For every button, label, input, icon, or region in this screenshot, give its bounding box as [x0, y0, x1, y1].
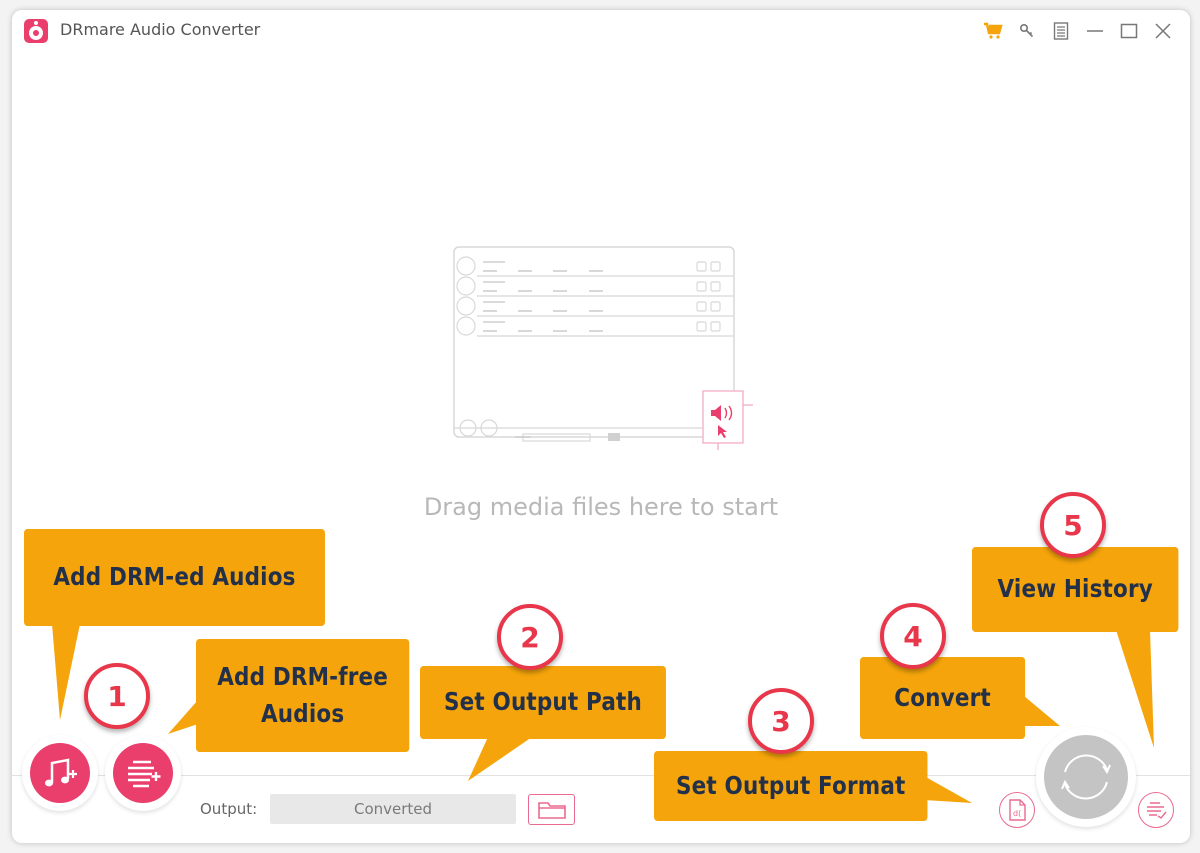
step-badge-1: 1: [84, 663, 150, 729]
callout-label: Add DRM-ed Audios: [53, 562, 296, 592]
callout-tail: [924, 776, 972, 803]
callout-label: View History: [997, 574, 1153, 604]
callout-add-drm-audios: Add DRM-ed Audios: [24, 529, 325, 626]
close-icon[interactable]: [1146, 18, 1180, 44]
add-music-icon: [30, 743, 90, 803]
callout-label: Set Output Path: [443, 687, 642, 717]
callout-add-drm-free-audios: Add DRM-free Audios: [196, 639, 410, 752]
step-badge-5: 5: [1040, 492, 1106, 558]
key-icon[interactable]: [1010, 18, 1044, 44]
drop-hint: Drag media files here to start: [423, 493, 779, 521]
output-path-field[interactable]: Converted: [270, 794, 516, 824]
format-icon: d(: [1009, 799, 1026, 821]
callout-convert: Convert: [860, 657, 1026, 739]
callout-label: Convert: [894, 682, 991, 712]
maximize-icon[interactable]: [1112, 18, 1146, 44]
bottom-bar-divider: [12, 775, 1190, 776]
add-list-icon: [113, 743, 173, 803]
drop-illustration-icon: [453, 246, 753, 450]
svg-text:d(: d(: [1013, 809, 1021, 818]
callout-label: Add DRM-free Audios: [217, 662, 389, 728]
menu-icon[interactable]: [1044, 18, 1078, 44]
callout-tail: [52, 624, 80, 720]
app-title: DRmare Audio Converter: [60, 20, 261, 39]
add-drm-free-audio-button[interactable]: [105, 735, 181, 811]
output-label: Output:: [200, 800, 258, 818]
add-drm-audio-button[interactable]: [22, 735, 98, 811]
convert-button[interactable]: [1036, 727, 1136, 827]
history-icon: [1147, 802, 1167, 819]
convert-icon: [1044, 735, 1128, 819]
minimize-icon[interactable]: [1078, 18, 1112, 44]
callout-view-history: View History: [972, 547, 1179, 632]
callout-tail: [1116, 630, 1154, 748]
folder-icon: [537, 801, 566, 819]
cart-icon[interactable]: [976, 18, 1010, 44]
callout-set-output-format: Set Output Format: [654, 751, 928, 821]
callout-tail: [1024, 696, 1060, 726]
title-bar: DRmare Audio Converter: [12, 10, 1190, 50]
callout-tail: [168, 700, 198, 734]
app-logo-icon: [24, 19, 48, 43]
output-format-button[interactable]: d(: [999, 792, 1035, 828]
callout-tail: [468, 737, 532, 781]
history-button[interactable]: [1138, 792, 1174, 828]
browse-folder-button[interactable]: [528, 794, 575, 825]
step-badge-2: 2: [497, 604, 563, 670]
step-badge-3: 3: [748, 688, 814, 754]
callout-label: Set Output Format: [676, 770, 906, 800]
callout-set-output-path: Set Output Path: [420, 666, 666, 739]
step-badge-4: 4: [880, 603, 946, 669]
